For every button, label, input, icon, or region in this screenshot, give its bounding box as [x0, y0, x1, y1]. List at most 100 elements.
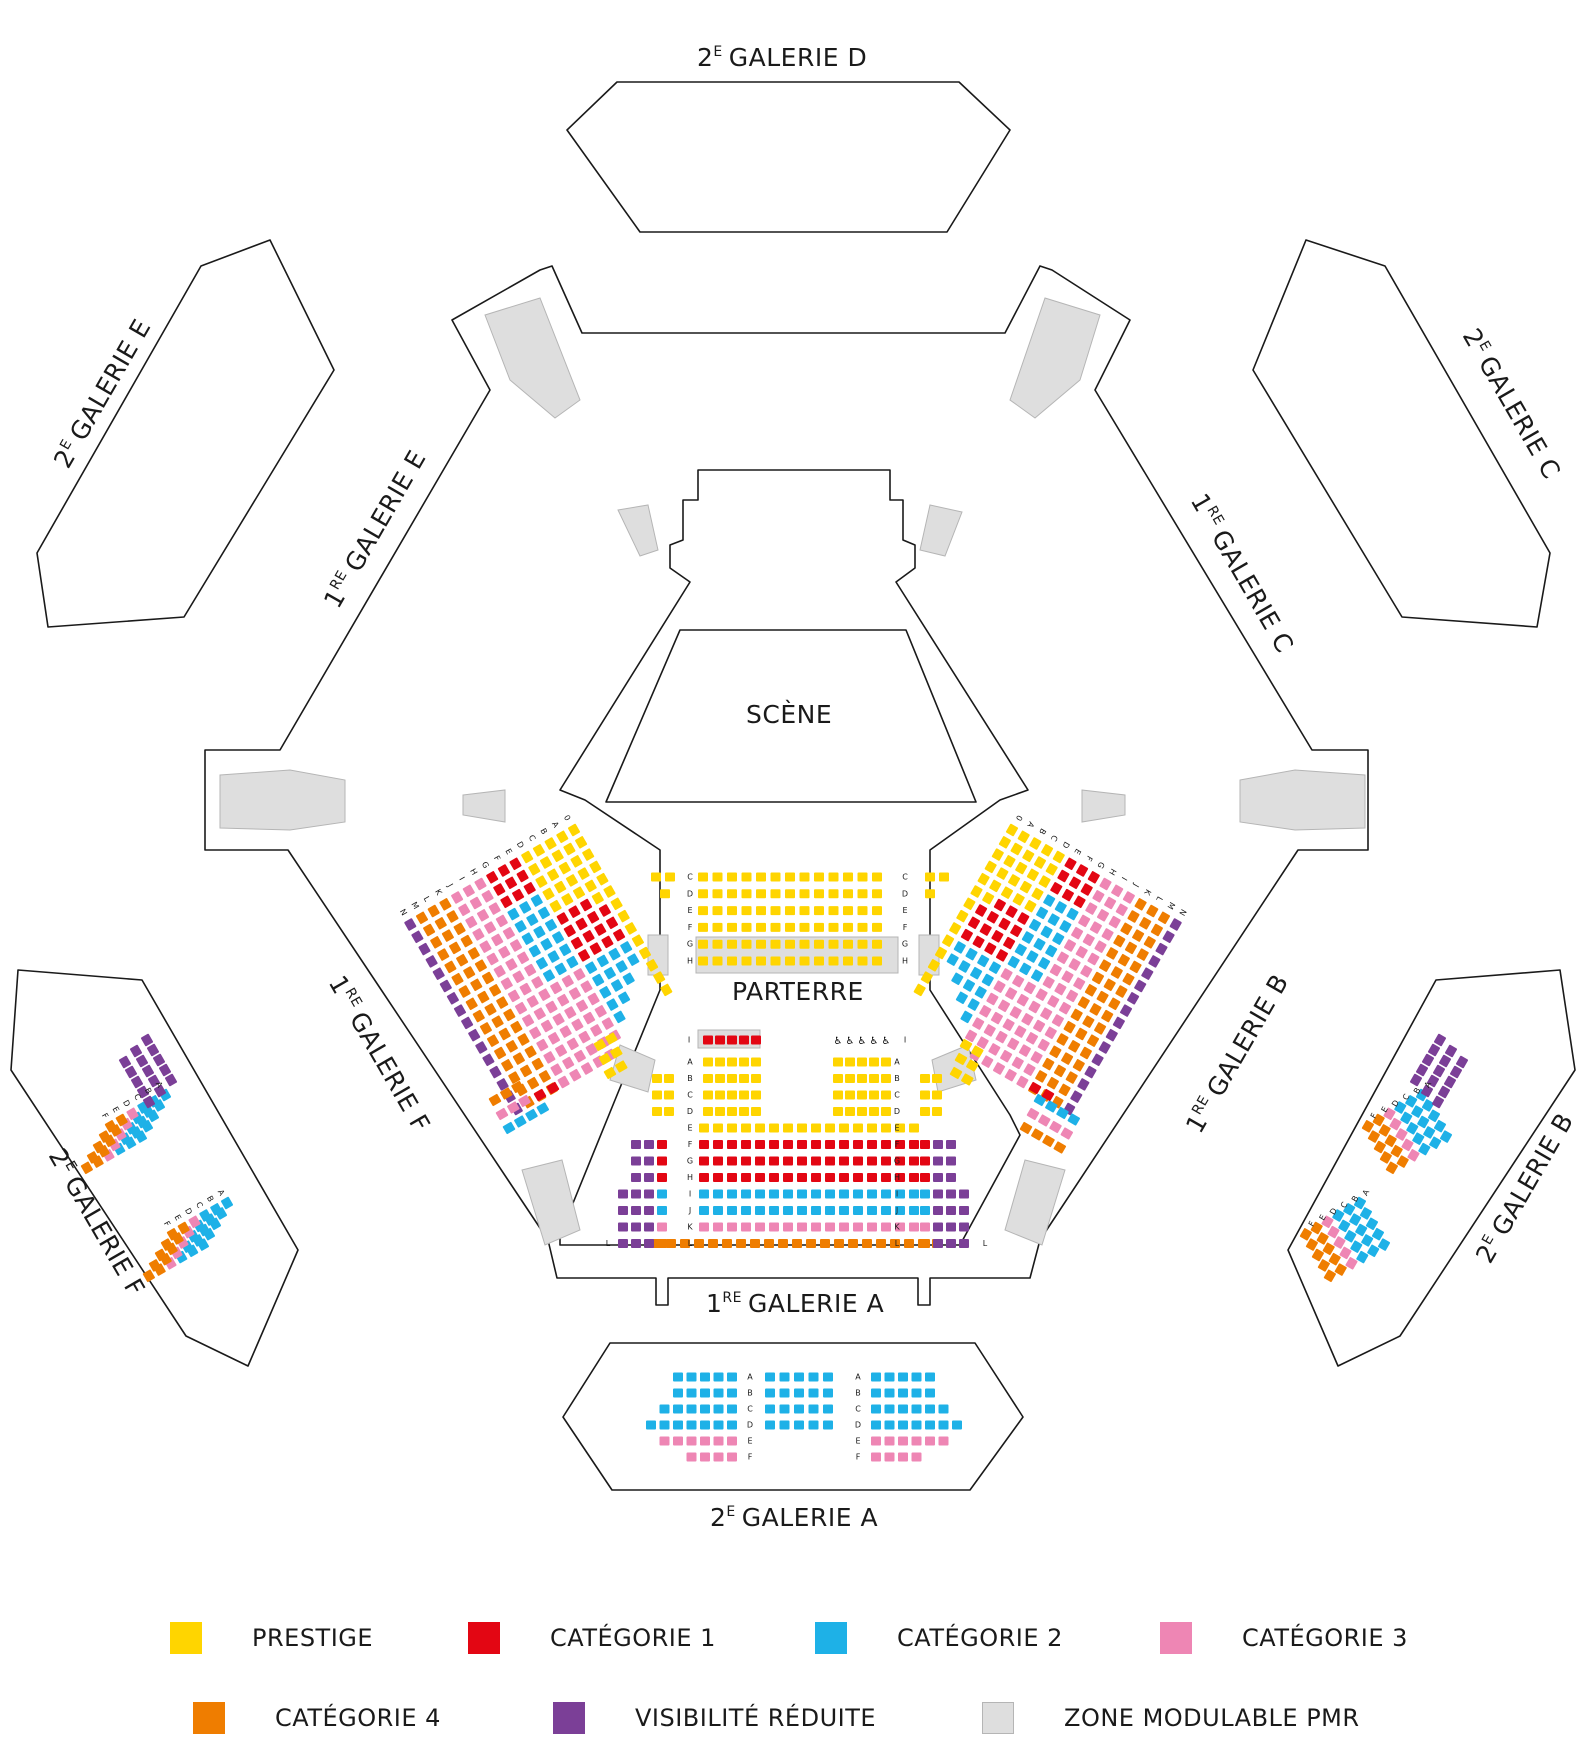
seat[interactable]	[857, 1074, 867, 1083]
seat[interactable]	[898, 1452, 908, 1462]
seat[interactable]	[727, 1452, 737, 1462]
seat[interactable]	[104, 1120, 118, 1133]
seat[interactable]	[1438, 1054, 1452, 1068]
seat[interactable]	[1084, 984, 1098, 997]
seat[interactable]	[603, 1066, 617, 1080]
seat[interactable]	[570, 855, 583, 868]
seat[interactable]	[1384, 1134, 1397, 1148]
seat[interactable]	[547, 1032, 561, 1045]
seat[interactable]	[549, 899, 562, 913]
seat[interactable]	[764, 1239, 774, 1248]
seat[interactable]	[1089, 1003, 1102, 1016]
seat[interactable]	[1046, 1076, 1060, 1090]
seat[interactable]	[657, 1239, 667, 1248]
seat[interactable]	[871, 1420, 881, 1430]
seat[interactable]	[974, 986, 987, 999]
seat[interactable]	[713, 1372, 724, 1382]
seat[interactable]	[673, 1436, 683, 1446]
seat[interactable]	[550, 1063, 563, 1076]
seat[interactable]	[1010, 924, 1023, 938]
seat[interactable]	[432, 967, 445, 980]
seat[interactable]	[884, 1388, 895, 1398]
seat[interactable]	[814, 922, 824, 932]
seat[interactable]	[1356, 1250, 1369, 1264]
seat[interactable]	[867, 1156, 877, 1166]
seat[interactable]	[839, 1123, 849, 1133]
seat[interactable]	[828, 922, 839, 932]
seat[interactable]	[1122, 972, 1135, 986]
seat[interactable]	[556, 912, 569, 925]
seat[interactable]	[708, 1239, 718, 1248]
seat[interactable]	[811, 1156, 821, 1166]
seat[interactable]	[700, 1388, 710, 1398]
seat[interactable]	[713, 1222, 723, 1232]
seat[interactable]	[808, 1388, 819, 1398]
seat[interactable]	[644, 1140, 654, 1149]
seat[interactable]	[531, 976, 544, 989]
seat[interactable]	[853, 1123, 863, 1133]
seat[interactable]	[825, 1206, 835, 1215]
seat[interactable]	[911, 1420, 922, 1430]
seat[interactable]	[514, 1115, 527, 1128]
seat[interactable]	[699, 1222, 709, 1232]
seat[interactable]	[509, 857, 522, 871]
seat[interactable]	[539, 856, 553, 869]
seat[interactable]	[160, 1238, 174, 1251]
seat[interactable]	[1065, 1071, 1078, 1084]
seat[interactable]	[631, 1173, 641, 1182]
seat[interactable]	[785, 939, 795, 949]
seat[interactable]	[1349, 1213, 1362, 1226]
seat[interactable]	[857, 1057, 867, 1067]
seat[interactable]	[1339, 1246, 1352, 1260]
seat[interactable]	[1007, 1037, 1020, 1051]
seat[interactable]	[895, 1173, 905, 1182]
seat[interactable]	[898, 1372, 908, 1382]
seat[interactable]	[495, 1107, 509, 1121]
seat[interactable]	[1098, 1041, 1111, 1054]
seat[interactable]	[529, 1026, 542, 1040]
seat[interactable]	[867, 1123, 877, 1133]
seat[interactable]	[1317, 1259, 1331, 1272]
seat[interactable]	[971, 1045, 984, 1058]
seat[interactable]	[853, 1173, 863, 1182]
seat[interactable]	[942, 934, 955, 947]
seat[interactable]	[659, 1436, 670, 1446]
seat[interactable]	[703, 1090, 713, 1100]
seat[interactable]	[1017, 912, 1030, 925]
seat[interactable]	[540, 938, 553, 951]
seat[interactable]	[558, 861, 571, 875]
seat[interactable]	[713, 1173, 723, 1182]
seat[interactable]	[756, 922, 766, 932]
seat[interactable]	[993, 980, 1006, 993]
seat[interactable]	[1033, 938, 1046, 951]
seat[interactable]	[1421, 1099, 1435, 1112]
seat[interactable]	[884, 1420, 895, 1430]
seat[interactable]	[563, 842, 576, 856]
seat[interactable]	[741, 956, 752, 966]
seat[interactable]	[1061, 970, 1074, 984]
seat[interactable]	[508, 1071, 521, 1084]
seat[interactable]	[1067, 1113, 1081, 1126]
seat[interactable]	[584, 879, 597, 893]
seat[interactable]	[992, 1062, 1006, 1075]
seat[interactable]	[557, 993, 570, 1007]
seat[interactable]	[673, 1372, 683, 1382]
seat[interactable]	[988, 1043, 1001, 1056]
seat[interactable]	[476, 909, 490, 922]
seat[interactable]	[959, 1038, 973, 1052]
seat[interactable]	[833, 1074, 843, 1083]
seat[interactable]	[839, 1173, 849, 1182]
seat[interactable]	[794, 1404, 804, 1414]
seat[interactable]	[1041, 844, 1054, 857]
seat[interactable]	[1047, 913, 1060, 926]
seat[interactable]	[727, 1206, 737, 1215]
seat[interactable]	[665, 872, 675, 882]
seat[interactable]	[1305, 1238, 1319, 1251]
seat[interactable]	[1087, 952, 1100, 966]
seat[interactable]	[613, 1010, 626, 1024]
seat[interactable]	[460, 934, 473, 948]
seat[interactable]	[1426, 1074, 1440, 1088]
seat[interactable]	[1400, 1111, 1413, 1125]
seat[interactable]	[727, 1140, 737, 1149]
seat[interactable]	[727, 1156, 737, 1166]
